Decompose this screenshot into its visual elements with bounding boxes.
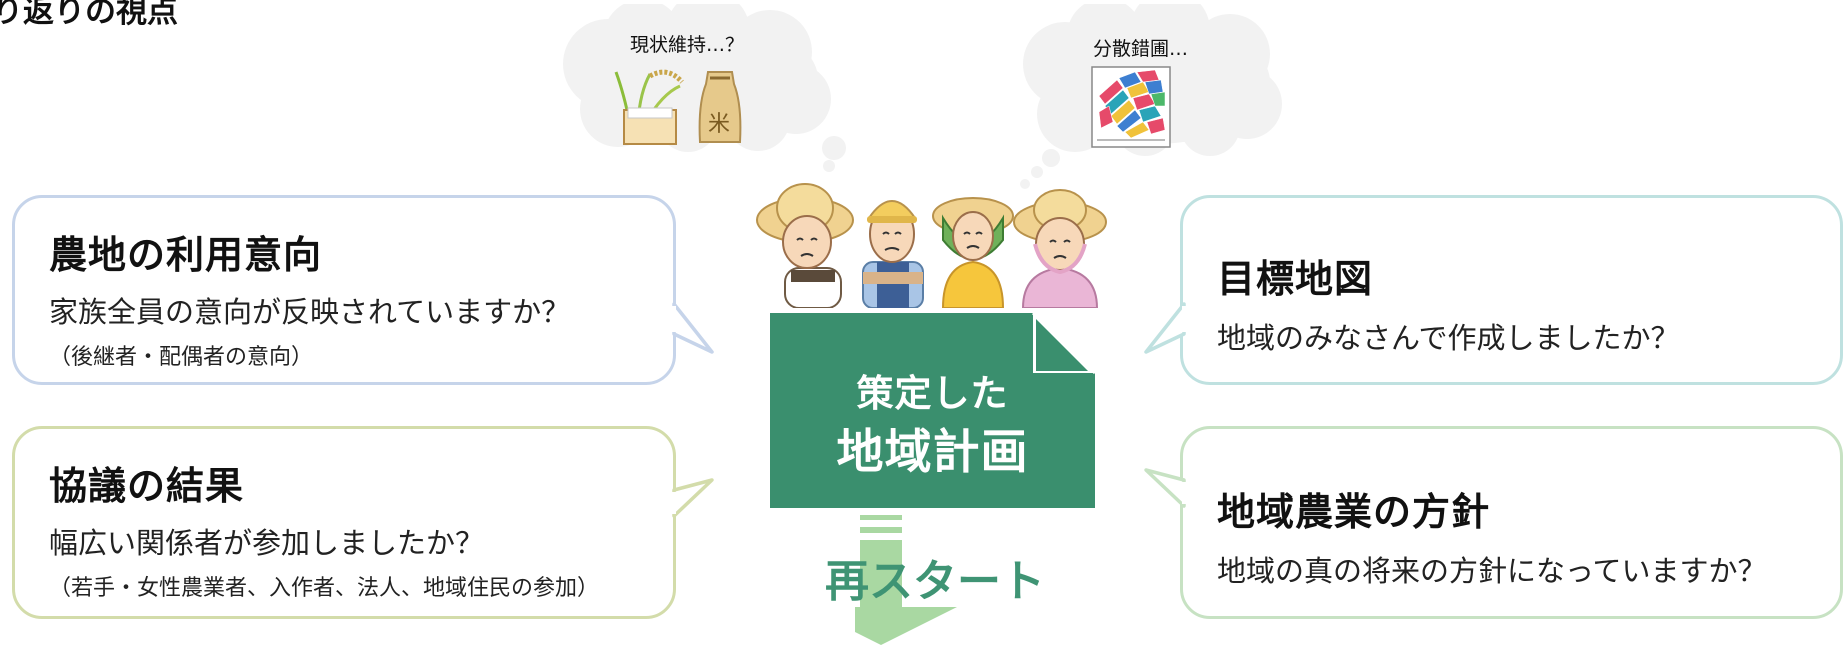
scattered-fields-map-icon: [1091, 66, 1171, 148]
bubble-tail: [670, 302, 714, 354]
thought-cloud-right: 分散錯圃…: [1015, 4, 1290, 184]
bubble-title: 目標地図: [1217, 257, 1374, 301]
farmer-4-icon: [1013, 189, 1107, 308]
rice-box-icon: [614, 69, 684, 145]
farmer-2-icon: [862, 200, 924, 308]
farmer-1-icon: [756, 183, 854, 308]
document-shape: [770, 313, 1095, 508]
thought-bubbles-left: [823, 140, 839, 172]
rice-bag-icon: [698, 71, 742, 143]
farmer-3-icon: [932, 197, 1014, 308]
bubble-question: 地域の真の将来の方針になっていますか？: [1217, 554, 1767, 588]
thought-cloud-left: 現状維持…？ 米: [548, 4, 848, 184]
farmers-illustration: [756, 183, 1107, 308]
bubble-question: 幅広い関係者が参加しましたか？: [49, 526, 485, 560]
doc-label-line2: 地域計画: [836, 425, 1029, 480]
bubble-note: （後継者・配偶者の意向）: [49, 345, 314, 370]
bubble-title: 地域農業の方針: [1217, 490, 1491, 534]
bubble-question: 家族全員の意向が反映されていますか？: [49, 295, 571, 329]
bubble-regional-policy: 地域農業の方針 地域の真の将来の方針になっていますか？: [1180, 426, 1843, 619]
bubble-title: 協議の結果: [49, 464, 245, 508]
bubble-note: （若手・女性農業者、入作者、法人、地域住民の参加）: [49, 576, 600, 601]
thought-text: 現状維持…？: [630, 34, 745, 56]
rice-bag-label: 米: [708, 112, 731, 137]
restart-label: 再スタート: [825, 556, 1045, 607]
bubble-tail: [1144, 302, 1188, 354]
restart-arrow-icon: [855, 515, 957, 645]
bubble-question: 地域のみなさんで作成しましたか？: [1217, 321, 1680, 355]
center-plan-document: 策定した 地域計画: [770, 313, 1095, 508]
thought-bubbles-right: [1020, 149, 1060, 189]
document-fold-icon: [1036, 319, 1088, 371]
bubble-tail: [670, 478, 714, 518]
thought-text: 分散錯圃…: [1093, 38, 1189, 60]
bubble-title: 農地の利用意向: [49, 233, 323, 277]
page-title: り返りの視点: [0, 0, 178, 30]
bubble-discussion-result: 協議の結果 幅広い関係者が参加しましたか？ （若手・女性農業者、入作者、法人、地…: [12, 426, 676, 619]
bubble-tail: [1144, 468, 1188, 508]
doc-label-line1: 策定した: [856, 372, 1009, 415]
bubble-target-map: 目標地図 地域のみなさんで作成しましたか？: [1180, 195, 1843, 385]
bubble-farmland-intent: 農地の利用意向 家族全員の意向が反映されていますか？ （後継者・配偶者の意向）: [12, 195, 676, 385]
